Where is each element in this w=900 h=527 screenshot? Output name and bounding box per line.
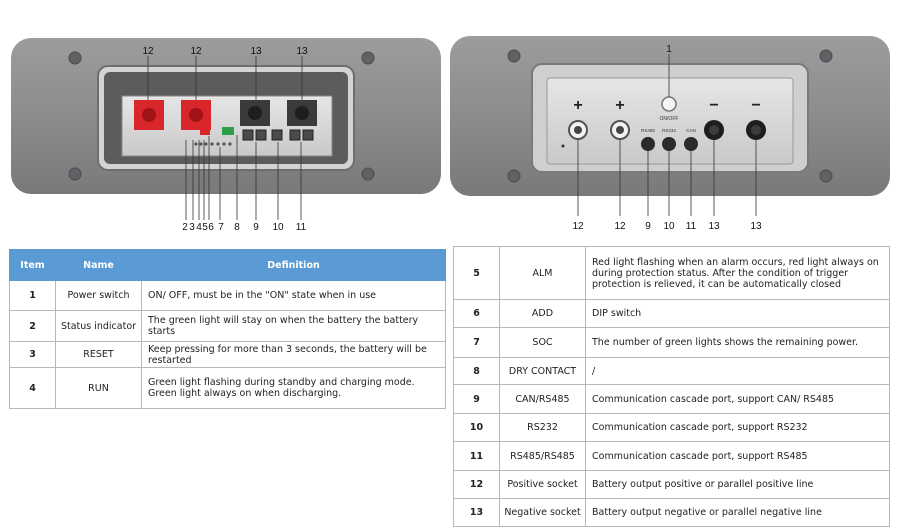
item-name: ADD (499, 299, 586, 328)
spec-table-right: 5 ALM Red light flashing when an alarm o… (453, 246, 890, 527)
header-name: Name (55, 249, 142, 281)
item-name: RUN (55, 367, 142, 409)
item-name: DRY CONTACT (499, 357, 586, 385)
callout-number: 1 (666, 44, 672, 55)
item-definition: ON/ OFF, must be in the "ON" state when … (141, 280, 446, 311)
item-definition: Communication cascade port, support RS23… (585, 413, 890, 442)
callout-number: 6 (208, 222, 214, 233)
rs232-port-icon (662, 137, 676, 151)
table-row: 1 Power switch ON/ OFF, must be in the "… (9, 280, 446, 311)
item-name: Power switch (55, 280, 142, 311)
item-definition: Red light flashing when an alarm occurs,… (585, 246, 890, 300)
table-row: 6 ADD DIP switch (453, 299, 890, 328)
item-definition: Communication cascade port, support RS48… (585, 441, 890, 471)
callout-number: 12 (142, 46, 154, 57)
item-number: 3 (9, 341, 56, 368)
item-number: 2 (9, 310, 56, 342)
item-number: 5 (453, 246, 500, 300)
item-name: Status indicator (55, 310, 142, 342)
plus-sign: + (615, 97, 624, 114)
table-row: 7 SOC The number of green lights shows t… (453, 327, 890, 358)
table-row: 8 DRY CONTACT / (453, 357, 890, 385)
callout-number: 2 (182, 222, 188, 233)
minus-sign: − (709, 97, 718, 114)
item-name: ALM (499, 246, 586, 300)
header-definition: Definition (141, 249, 446, 281)
callout-number: 4 (196, 222, 202, 233)
item-number: 7 (453, 327, 500, 358)
item-definition: Keep pressing for more than 3 seconds, t… (141, 341, 446, 368)
item-name: SOC (499, 327, 586, 358)
battery-front-panel-illustration: 12 12 13 13 2 3 4 5 6 7 8 9 10 11 (11, 38, 441, 233)
item-definition: / (585, 357, 890, 385)
item-name: RS232 (499, 413, 586, 442)
terminal-plate (546, 77, 794, 165)
rs485-port-icon (641, 137, 655, 151)
item-definition: DIP switch (585, 299, 890, 328)
port-label: CAN (686, 128, 696, 133)
item-number: 10 (453, 413, 500, 442)
callout-number: 13 (296, 46, 308, 57)
callout-number: 9 (253, 222, 259, 233)
table-row: 11 RS485/RS485 Communication cascade por… (453, 441, 890, 471)
item-definition: Battery output negative or parallel nega… (585, 498, 890, 527)
callout-number: 13 (708, 221, 720, 232)
callout-number: 12 (190, 46, 202, 57)
callout-number: 11 (296, 222, 307, 233)
item-number: 1 (9, 280, 56, 311)
callout-number: 12 (614, 221, 626, 232)
item-name: CAN/RS485 (499, 384, 586, 414)
item-name: Negative socket (499, 498, 586, 527)
port-label: RS485 (641, 128, 655, 133)
table-row: 3 RESET Keep pressing for more than 3 se… (9, 341, 446, 368)
item-number: 6 (453, 299, 500, 328)
switch-label: ON/OFF (660, 116, 679, 122)
can-port-icon (684, 137, 698, 151)
spec-table-left: Item Name Definition 1 Power switch ON/ … (9, 249, 446, 409)
item-number: 9 (453, 384, 500, 414)
callout-number: 9 (645, 221, 651, 232)
callout-number: 12 (572, 221, 584, 232)
callout-number: 3 (189, 222, 195, 233)
callout-number: 10 (663, 221, 675, 232)
table-row: 10 RS232 Communication cascade port, sup… (453, 413, 890, 442)
item-definition: Green light flashing during standby and … (141, 367, 446, 409)
item-name: Positive socket (499, 470, 586, 499)
minus-sign: − (751, 97, 760, 114)
item-name: RESET (55, 341, 142, 368)
item-number: 13 (453, 498, 500, 527)
item-number: 4 (9, 367, 56, 409)
callout-number: 13 (250, 46, 262, 57)
table-row: 12 Positive socket Battery output positi… (453, 470, 890, 499)
plus-sign: + (573, 97, 582, 114)
callout-number: 11 (686, 221, 697, 232)
port-label: RS232 (662, 128, 676, 133)
table-row: 5 ALM Red light flashing when an alarm o… (453, 246, 890, 300)
header-item: Item (9, 249, 56, 281)
item-number: 8 (453, 357, 500, 385)
table-header-row: Item Name Definition (9, 249, 446, 281)
callout-number: 5 (202, 222, 208, 233)
callout-number: 7 (218, 222, 224, 233)
battery-rear-panel-illustration: ON/OFF + + − − RS485 RS232 CAN 1 12 12 9… (450, 36, 890, 232)
item-number: 12 (453, 470, 500, 499)
item-definition: The number of green lights shows the rem… (585, 327, 890, 358)
table-row: 4 RUN Green light flashing during standb… (9, 367, 446, 409)
callout-number: 8 (234, 222, 240, 233)
table-row: 9 CAN/RS485 Communication cascade port, … (453, 384, 890, 414)
callout-number: 10 (272, 222, 284, 233)
item-name: RS485/RS485 (499, 441, 586, 471)
item-definition: Communication cascade port, support CAN/… (585, 384, 890, 414)
power-switch-icon (661, 96, 677, 112)
table-row: 2 Status indicator The green light will … (9, 310, 446, 342)
item-definition: Battery output positive or parallel posi… (585, 470, 890, 499)
item-definition: The green light will stay on when the ba… (141, 310, 446, 342)
callout-number: 13 (750, 221, 762, 232)
item-number: 11 (453, 441, 500, 471)
table-row: 13 Negative socket Battery output negati… (453, 498, 890, 527)
